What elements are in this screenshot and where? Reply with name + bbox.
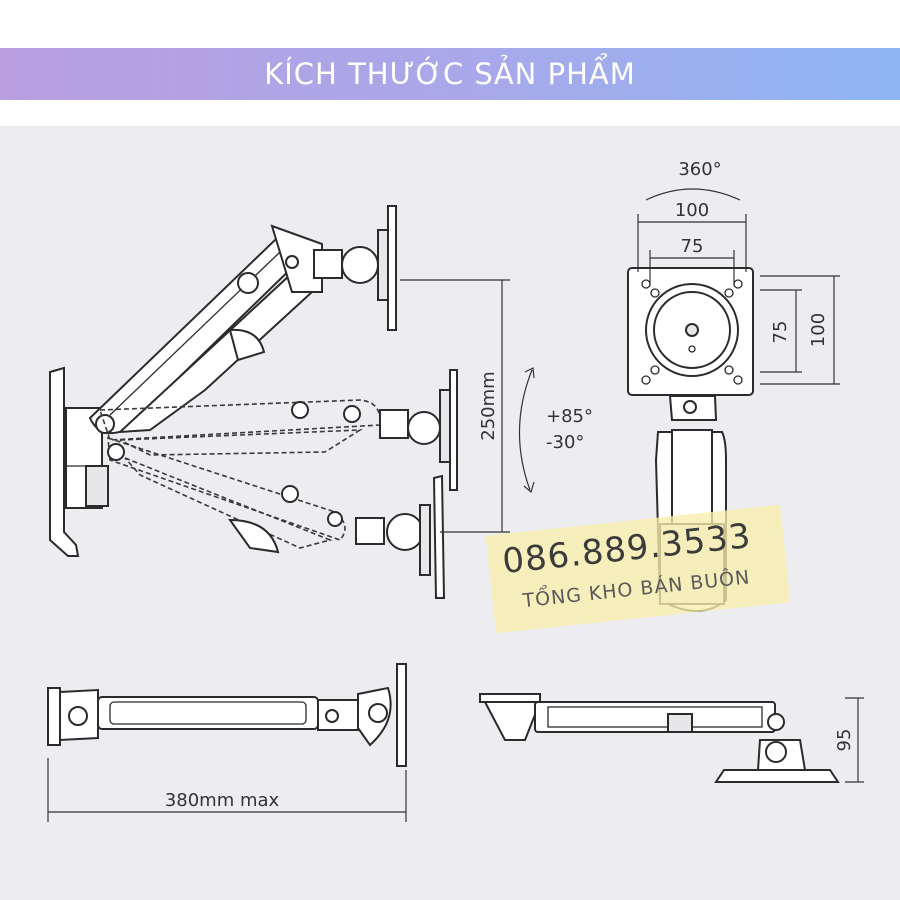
arm-lowered	[107, 436, 446, 599]
reach-label: 380mm max	[165, 790, 280, 811]
tilt-down-label: -30°	[546, 432, 584, 453]
height-range-label: 250mm	[478, 371, 499, 440]
top-view	[47, 663, 407, 822]
vesa-height-75-label: 75	[770, 321, 791, 344]
tilt-arc	[518, 367, 535, 494]
front-dimensions	[637, 188, 840, 385]
desk-clamp	[49, 366, 109, 557]
height-dimension	[400, 279, 510, 533]
vesa-width-75-label: 75	[681, 236, 704, 257]
arm-horizontal	[98, 369, 458, 491]
title-banner: KÍCH THƯỚC SẢN PHẨM	[0, 48, 900, 100]
side-view-bottom	[479, 693, 864, 783]
tilt-up-label: +85°	[546, 406, 593, 427]
vesa-width-100-label: 100	[675, 200, 709, 221]
rotation-label: 360°	[678, 159, 721, 180]
arm-raised	[88, 205, 397, 434]
vesa-height-100-label: 100	[808, 313, 829, 347]
depth-label: 95	[834, 729, 855, 752]
page-title: KÍCH THƯỚC SẢN PHẨM	[264, 57, 636, 91]
